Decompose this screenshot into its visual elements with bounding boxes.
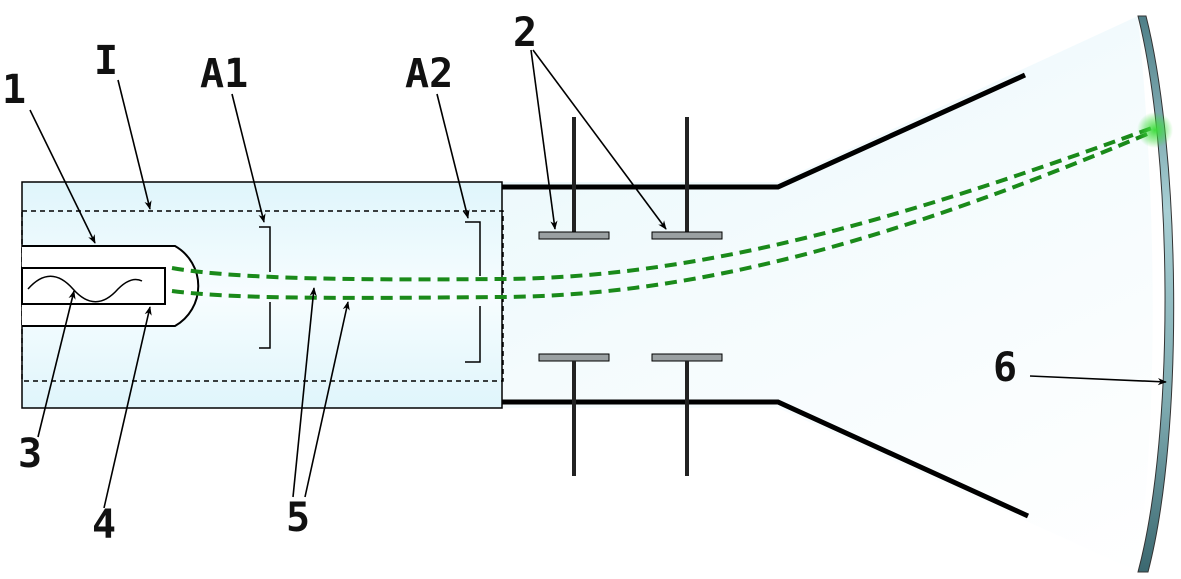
leader-5b (304, 301, 350, 498)
label-6: 6 (993, 345, 1017, 391)
tube-glass-body (22, 16, 1153, 572)
label-1: 1 (2, 67, 26, 113)
leader-2b (532, 49, 667, 230)
label-3: 3 (18, 431, 42, 477)
screen-spot-glow (1137, 112, 1173, 148)
heater-filament (27, 275, 143, 303)
leader-3 (37, 290, 76, 438)
leader-1 (29, 109, 96, 244)
phosphor-screen (1137, 15, 1175, 573)
first-anode (259, 226, 271, 349)
second-anode (465, 221, 481, 363)
label-2: 2 (513, 10, 537, 56)
leader-2a (530, 49, 558, 230)
leader-I (117, 79, 152, 210)
leader-4 (103, 306, 152, 509)
deflection-plates (538, 117, 723, 476)
electron-beams (171, 126, 1153, 300)
leader-A1 (231, 93, 266, 223)
leader-6 (1029, 375, 1167, 386)
tube-lower-edge (502, 399, 1030, 519)
label-I: I (94, 38, 118, 84)
label-A1: A1 (200, 51, 248, 97)
label-A2: A2 (405, 51, 453, 97)
tube-upper-edge (502, 72, 1027, 190)
leader-A2 (436, 93, 470, 219)
label-5: 5 (286, 495, 310, 541)
leader-5a (292, 287, 317, 498)
cathode (21, 267, 166, 305)
label-4: 4 (92, 502, 116, 548)
